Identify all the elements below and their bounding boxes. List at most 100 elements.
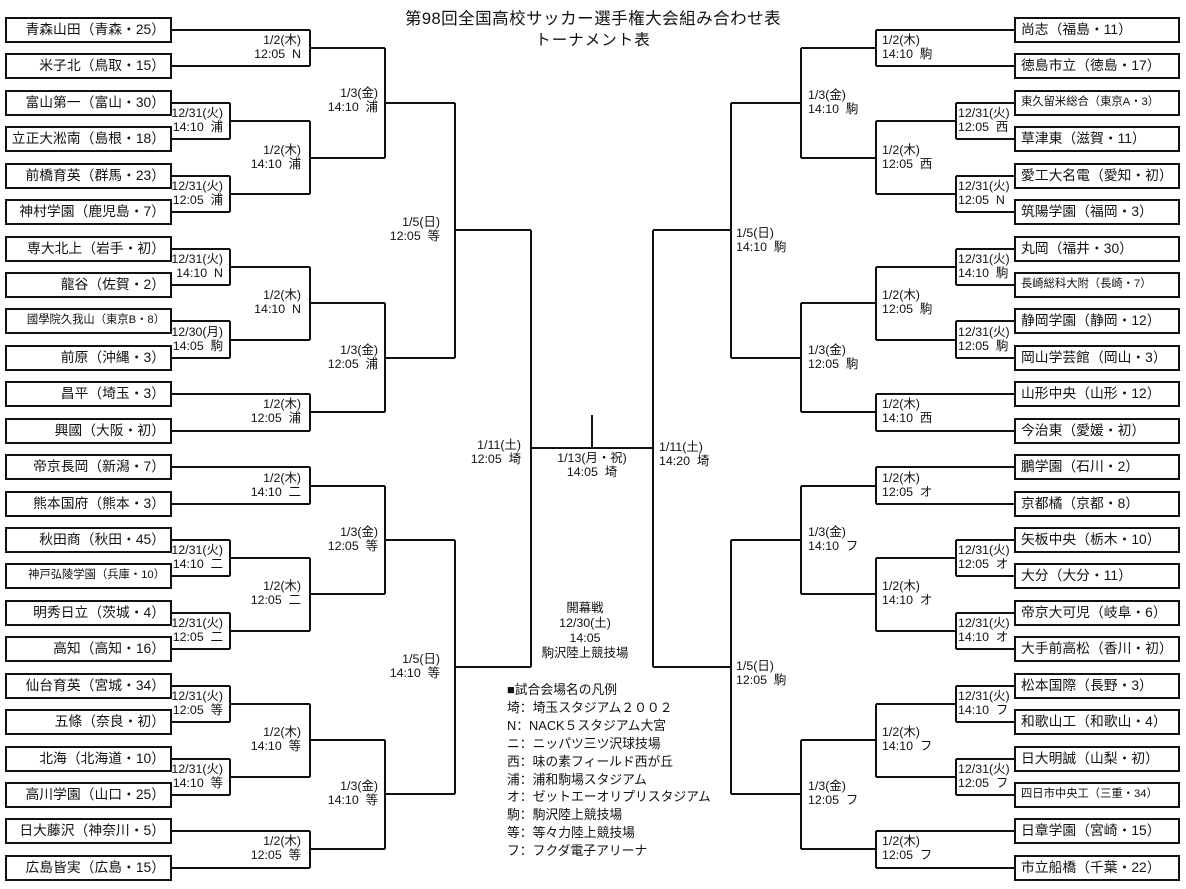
team-box-right-5: 愛工大名電（愛知・初） (1014, 163, 1180, 189)
team-box-left-11: 昌平（埼玉・3） (5, 381, 172, 407)
match-label-right-9: 1/2(木) 14:10 西 (882, 397, 933, 425)
team-box-right-18: 大手前高松（香川・初） (1014, 636, 1180, 662)
team-box-right-10: 岡山学芸館（岡山・3） (1014, 345, 1180, 371)
match-label-right-18: 12/31(火) 12:05 フ (958, 762, 1010, 790)
team-box-left-12: 興國（大阪・初） (5, 418, 172, 444)
venue-legend-item-1: 埼：埼玉スタジアム２００２ (507, 699, 673, 715)
match-label-right-19: 1/2(木) 14:10 フ (882, 725, 933, 753)
team-box-left-23: 日大藤沢（神奈川・5） (5, 818, 172, 844)
team-box-right-4: 草津東（滋賀・11） (1014, 126, 1180, 152)
bracket-lines-left-rounds (229, 30, 532, 868)
team-box-right-1: 尚志（福島・11） (1014, 17, 1180, 43)
match-label-right-21: 1/3(金) 12:05 フ (808, 779, 859, 807)
match-label-left-3: 12/31(火) 12:05 浦 (171, 179, 223, 207)
match-label-left-14: 12/31(火) 12:05 二 (171, 616, 223, 644)
match-label-left-13: 12/31(火) 14:10 二 (171, 543, 223, 571)
team-box-right-2: 徳島市立（徳島・17） (1014, 53, 1180, 79)
team-box-right-22: 四日市中央工（三重・34） (1014, 782, 1180, 808)
match-label-right-14: 12/31(火) 14:10 オ (958, 616, 1010, 644)
team-box-left-13: 帝京長岡（新潟・7） (5, 454, 172, 480)
team-box-left-10: 前原（沖縄・3） (5, 345, 172, 371)
team-box-left-16: 神戸弘陵学園（兵庫・10） (5, 563, 172, 589)
team-box-left-8: 龍谷（佐賀・2） (5, 272, 172, 298)
venue-legend-item-8: 等：等々力陸上競技場 (507, 825, 635, 841)
match-label-right-12: 1/2(木) 12:05 オ (882, 471, 933, 499)
match-label-left-5: 1/3(金) 14:10 浦 (327, 86, 378, 114)
match-label-left-17: 12/31(火) 12:05 等 (171, 689, 223, 717)
team-box-right-8: 長崎総科大附（長崎・7） (1014, 272, 1180, 298)
match-label-left-15: 1/2(木) 12:05 二 (250, 579, 301, 607)
match-label-right-5: 1/3(金) 14:10 駒 (808, 88, 859, 116)
team-box-right-24: 市立船橋（千葉・22） (1014, 855, 1180, 881)
match-label-left-8: 1/2(木) 14:10 N (254, 288, 301, 316)
match-label-right-16: 1/3(金) 14:10 フ (808, 525, 859, 553)
team-box-right-12: 今治東（愛媛・初） (1014, 418, 1180, 444)
opening-match-date: 12/30(土) (559, 616, 611, 630)
team-box-left-7: 専大北上（岩手・初） (5, 236, 172, 262)
bracket-lines-right-teams (876, 29, 1015, 869)
team-box-left-15: 秋田商（秋田・45） (5, 527, 172, 553)
tournament-subtitle: トーナメント表 (535, 32, 651, 49)
match-label-left-21: 1/3(金) 14:10 等 (327, 779, 378, 807)
match-label-left-10: 1/3(金) 12:05 浦 (327, 343, 378, 371)
team-box-left-24: 広島皆実（広島・15） (5, 855, 172, 881)
match-label-right-10: 1/3(金) 12:05 駒 (808, 343, 859, 371)
match-label-right-3: 12/31(火) 12:05 N (958, 179, 1010, 207)
venue-legend-item-4: 西：味の素フィールド西が丘 (507, 753, 674, 769)
match-label-left-4: 1/2(木) 14:10 浦 (250, 143, 301, 171)
match-label-right-11: 1/5(日) 14:10 駒 (736, 226, 787, 254)
match-label-right-15: 1/2(木) 14:10 オ (882, 579, 933, 607)
team-box-left-4: 立正大淞南（島根・18） (5, 126, 172, 152)
team-box-left-17: 明秀日立（茨城・4） (5, 600, 172, 626)
match-label-left-12: 1/2(木) 14:10 二 (250, 471, 301, 499)
team-box-left-14: 熊本国府（熊本・3） (5, 491, 172, 517)
opening-match-note: 開幕戦 12/30(土) 14:05 駒沢陸上競技場 (504, 601, 666, 661)
match-label-right-2: 12/31(火) 12:05 西 (958, 106, 1010, 134)
opening-match-venue: 駒沢陸上競技場 (541, 646, 629, 660)
match-label-right-22: 1/5(日) 12:05 駒 (736, 659, 787, 687)
match-label-left-7: 12/30(月) 14:05 駒 (171, 325, 223, 353)
match-label-right-6: 12/31(火) 14:10 駒 (958, 252, 1010, 280)
team-box-right-19: 松本国際（長野・3） (1014, 673, 1180, 699)
match-label-left-1: 1/2(木) 12:05 N (254, 33, 301, 61)
team-box-left-3: 富山第一（富山・30） (5, 90, 172, 116)
bracket-lines-final (531, 415, 653, 449)
team-box-right-6: 筑陽学園（福岡・3） (1014, 199, 1180, 225)
team-box-left-6: 神村学園（鹿児島・7） (5, 199, 172, 225)
match-label-right-13: 12/31(火) 12:05 オ (958, 543, 1010, 571)
match-label-right-4: 1/2(木) 12:05 西 (882, 143, 933, 171)
match-label-left-22: 1/5(日) 14:10 等 (389, 652, 440, 680)
venue-legend-item-5: 浦：浦和駒場スタジアム (507, 771, 647, 787)
match-label-right-1: 1/2(木) 14:10 駒 (882, 33, 933, 61)
match-label-left-19: 1/2(木) 14:10 等 (250, 725, 301, 753)
team-box-left-22: 高川学園（山口・25） (5, 782, 172, 808)
match-label-left-9: 1/2(木) 12:05 浦 (250, 397, 301, 425)
venue-legend-item-9: フ：フクダ電子アリーナ (507, 843, 648, 859)
team-box-right-17: 帝京大可児（岐阜・6） (1014, 600, 1180, 626)
team-box-right-11: 山形中央（山形・12） (1014, 381, 1180, 407)
team-box-left-21: 北海（北海道・10） (5, 746, 172, 772)
match-label-left-16: 1/3(金) 12:05 等 (327, 525, 378, 553)
team-box-left-20: 五條（奈良・初） (5, 709, 172, 735)
team-box-right-13: 鵬学園（石川・2） (1014, 454, 1180, 480)
match-label-left-20: 1/2(木) 12:05 等 (250, 834, 301, 862)
match-label-left-11: 1/5(日) 12:05 等 (389, 215, 440, 243)
match-label-left-18: 12/31(火) 14:10 等 (171, 762, 223, 790)
tournament-title: 第98回全国高校サッカー選手権大会組み合わせ表 (404, 10, 782, 28)
bracket-lines-left-teams (171, 29, 310, 869)
match-label-right-8: 1/2(木) 12:05 駒 (882, 288, 933, 316)
team-box-right-21: 日大明誠（山梨・初） (1014, 746, 1180, 772)
match-label-left-6: 12/31(火) 14:10 N (171, 252, 223, 280)
team-box-left-5: 前橋育英（群馬・23） (5, 163, 172, 189)
venue-legend-item-3: ニ：ニッパツ三ツ沢球技場 (507, 735, 661, 751)
match-label-right-17: 12/31(火) 14:10 フ (958, 689, 1010, 717)
team-box-left-2: 米子北（鳥取・15） (5, 53, 172, 79)
team-box-right-23: 日章学園（宮崎・15） (1014, 818, 1180, 844)
venue-legend-heading: ■試合会場名の凡例 (507, 682, 618, 697)
team-box-right-16: 大分（大分・11） (1014, 563, 1180, 589)
match-label-right-20: 1/2(木) 12:05 フ (882, 834, 933, 862)
team-box-right-15: 矢板中央（栃木・10） (1014, 527, 1180, 553)
opening-match-time: 14:05 (569, 631, 601, 645)
